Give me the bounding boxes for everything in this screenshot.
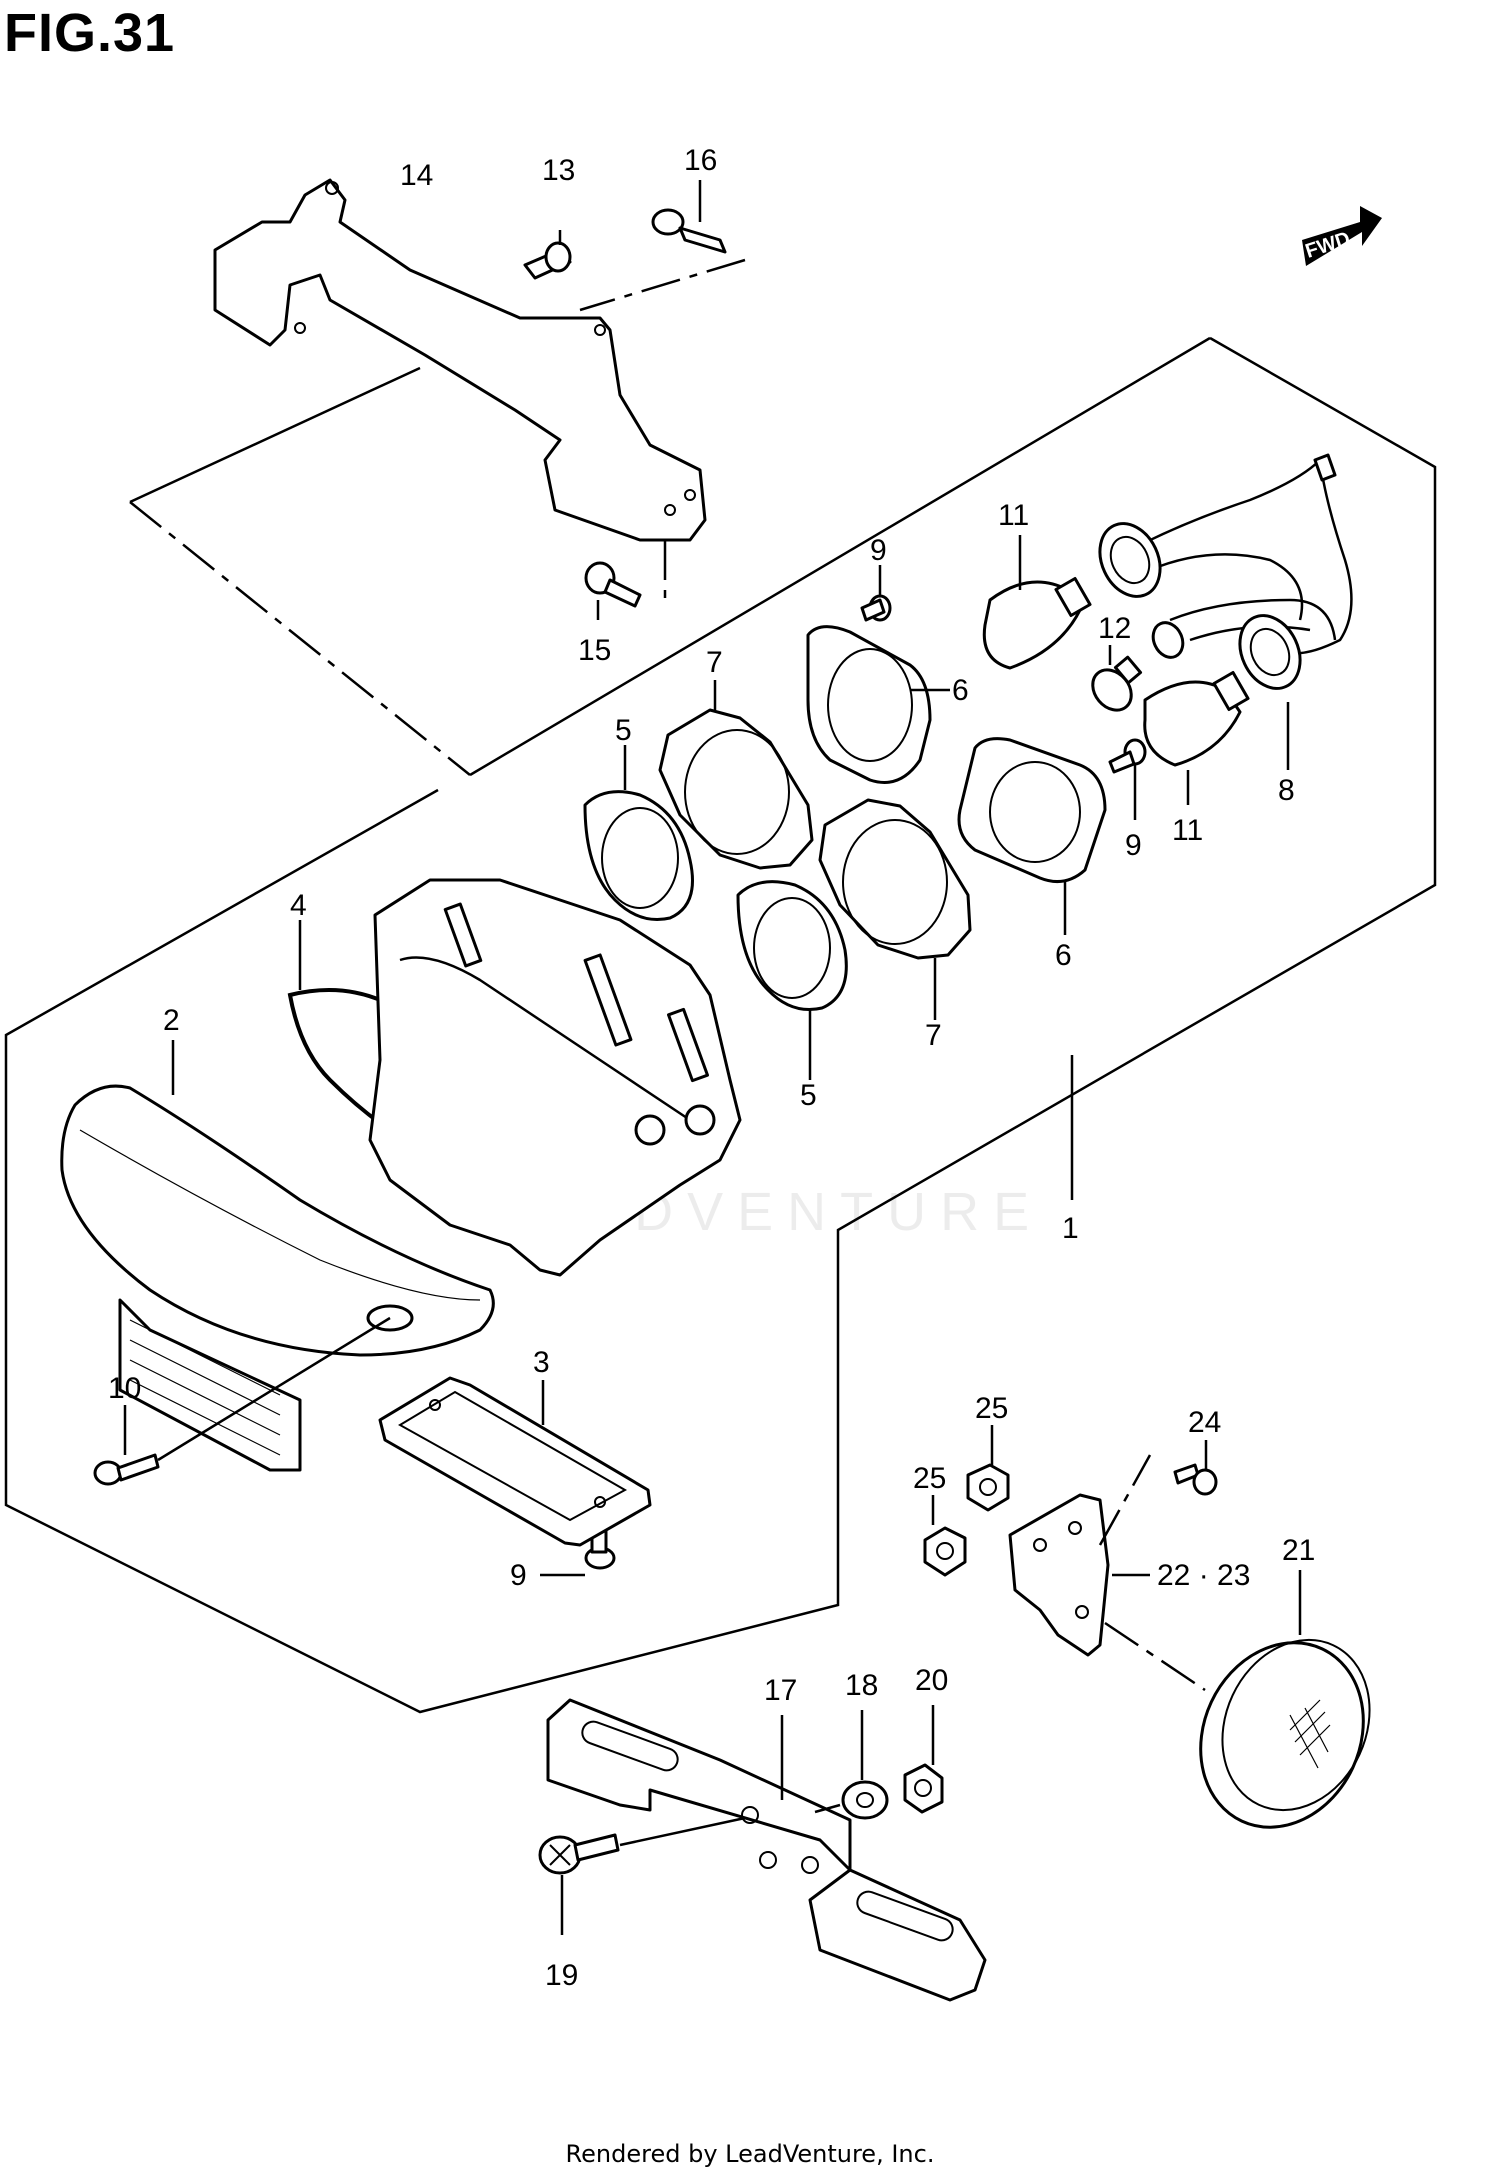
callout-19: 19 [545, 1959, 578, 1992]
callout-11a: 11 [998, 499, 1029, 532]
bracket-part-22-23 [1008, 1493, 1110, 1657]
bracket-part-14 [213, 178, 707, 542]
gasket-part-6a [806, 625, 932, 784]
bolt-part-13 [523, 241, 572, 280]
callout-1: 1 [1062, 1212, 1079, 1245]
callout-7b: 7 [925, 1019, 942, 1052]
light-housing-body [368, 878, 742, 1277]
callout-9c: 9 [510, 1559, 527, 1592]
bulb-part-11a [982, 577, 1092, 670]
callout-13: 13 [542, 154, 575, 187]
ring-part-5a [583, 790, 694, 921]
figure-title: FIG.31 [4, 3, 176, 63]
callout-5b: 5 [800, 1079, 817, 1112]
plate-bracket-part-17 [546, 1698, 987, 2002]
callout-4: 4 [290, 889, 307, 922]
leader-18-line [814, 1803, 841, 1814]
fwd-label: FWD [1303, 228, 1353, 263]
nut-part-25b [923, 1526, 967, 1577]
callout-3: 3 [533, 1346, 550, 1379]
callout-7a: 7 [706, 646, 723, 679]
fwd-arrow-icon: FWD [1302, 206, 1382, 266]
callout-6b: 6 [1055, 939, 1072, 972]
round-reflector-part-21 [1199, 1638, 1371, 1829]
callout-10: 10 [108, 1372, 141, 1405]
callout-2: 2 [163, 1004, 180, 1037]
callout-22-23: 22 · 23 [1157, 1559, 1250, 1592]
gasket-part-6b [957, 737, 1107, 884]
callout-5a: 5 [615, 714, 632, 747]
callout-15: 15 [578, 634, 611, 667]
retainer-ring-part-7b [818, 798, 972, 960]
assembly-inner-edge [469, 336, 1211, 777]
cover-plate-part-3 [378, 1376, 652, 1547]
screw-part-9b [1108, 738, 1147, 774]
bolt-part-15 [584, 561, 642, 608]
bulb-part-12 [1091, 655, 1143, 712]
callout-9a: 9 [870, 534, 887, 567]
callout-16: 16 [684, 144, 717, 177]
callout-11b: 11 [1172, 814, 1203, 847]
callout-12: 12 [1098, 612, 1131, 645]
leader-bracket-top [129, 366, 421, 504]
leader-dash-21 [1104, 1621, 1206, 1692]
callout-9b: 9 [1125, 829, 1142, 862]
callout-20: 20 [915, 1664, 948, 1697]
screw-part-19 [538, 1833, 620, 1875]
socket-harness-part-8 [1098, 453, 1353, 690]
leader-dash-16 [579, 258, 746, 312]
bulb-part-11b [1143, 671, 1250, 767]
leader-dash-24 [1098, 1454, 1152, 1546]
bolt-part-16 [651, 208, 727, 254]
callout-14: 14 [400, 159, 433, 192]
reflector-panel [118, 1298, 302, 1472]
screw-part-9a [860, 594, 892, 622]
callout-21: 21 [1282, 1534, 1315, 1567]
retainer-ring-part-7a [658, 708, 814, 870]
washer-part-18 [841, 1780, 889, 1820]
callout-25a: 25 [975, 1392, 1008, 1425]
leader-10-line [157, 1316, 391, 1462]
callout-24: 24 [1188, 1406, 1221, 1439]
screw-part-24 [1173, 1463, 1218, 1496]
assembly-boundary-1 [4, 336, 1437, 1714]
ring-part-5b [736, 880, 848, 1011]
screw-part-10 [93, 1453, 160, 1486]
callout-18: 18 [845, 1669, 878, 1702]
nut-part-20 [903, 1763, 944, 1814]
footer-credit: Rendered by LeadVenture, Inc. [565, 2140, 935, 2168]
nut-part-25a [966, 1463, 1010, 1512]
callout-25b: 25 [913, 1462, 946, 1495]
callout-6a: 6 [952, 674, 969, 707]
callout-8: 8 [1278, 774, 1295, 807]
leader-19-line [619, 1816, 746, 1847]
callout-17: 17 [764, 1674, 797, 1707]
leader-dashed-bracket [129, 501, 471, 776]
